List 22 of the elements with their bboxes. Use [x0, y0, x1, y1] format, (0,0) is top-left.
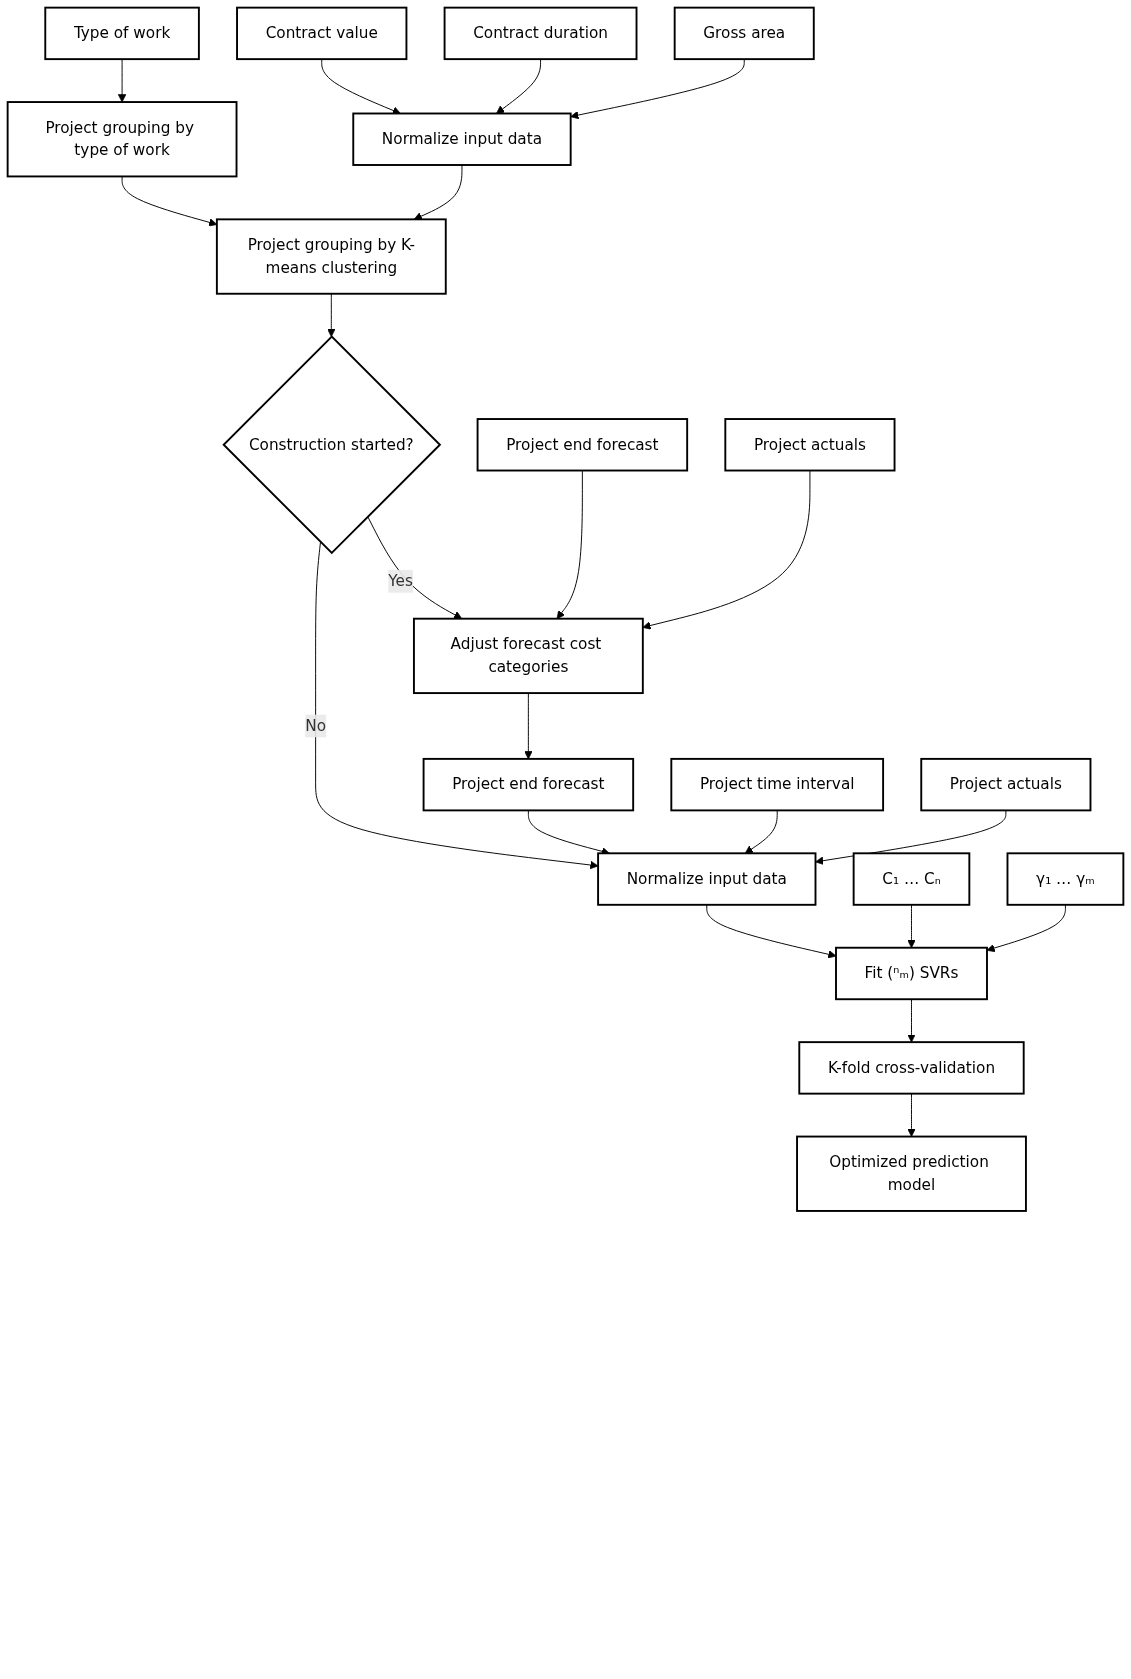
node-box: Normalize input data: [352, 112, 572, 166]
node-box: Optimized prediction model: [796, 1135, 1027, 1212]
node-box: Contract value: [236, 6, 408, 61]
node-box: Project end forecast: [422, 757, 635, 812]
node-box: Project grouping by type of work: [6, 101, 238, 178]
node-box: Project grouping by K-means clustering: [215, 218, 447, 295]
node-box: γ₁ … γₘ: [1006, 852, 1125, 906]
edge-label: Yes: [388, 571, 413, 590]
node-box: Project actuals: [724, 418, 896, 472]
node-box: Adjust forecast cost categories: [412, 617, 644, 695]
node-box: Type of work: [44, 6, 200, 61]
node-box: Project actuals: [920, 757, 1092, 812]
node-box: Normalize input data: [597, 852, 817, 906]
node-box: Gross area: [673, 6, 815, 61]
node-box: C₁ … Cₙ: [852, 852, 971, 906]
node-box: Fit (ⁿₘ) SVRs: [835, 946, 988, 1001]
node-box: Contract duration: [443, 6, 638, 61]
node-box: K-fold cross-validation: [798, 1041, 1025, 1095]
node-diamond: Construction started?: [222, 335, 442, 555]
edge-label: No: [305, 716, 326, 735]
node-box: Project time interval: [670, 757, 885, 812]
node-box: Project end forecast: [476, 418, 689, 472]
